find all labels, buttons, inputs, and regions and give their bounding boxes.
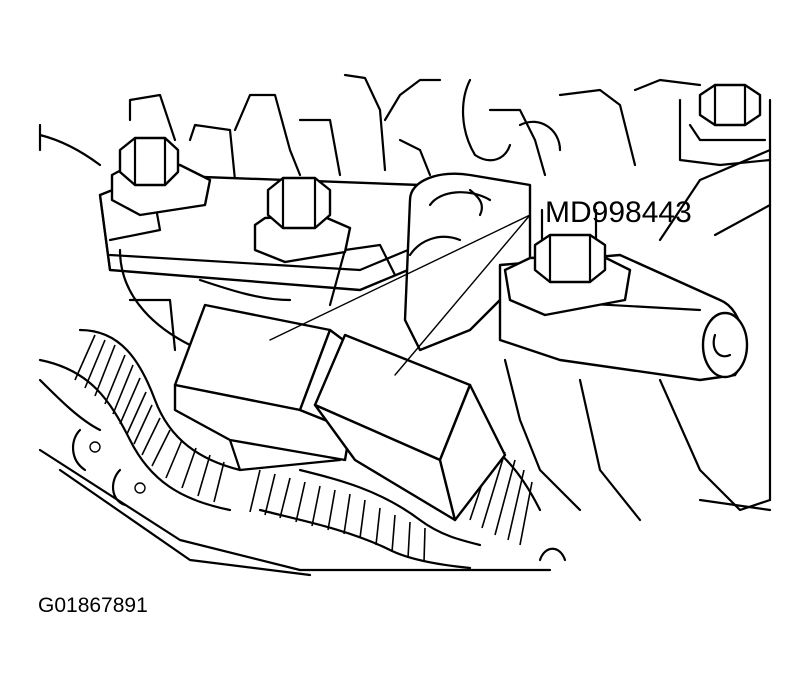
bracket-bolt-1 — [110, 136, 212, 217]
cam-journal-boss — [403, 172, 532, 352]
bracket-bolt-3 — [503, 208, 632, 317]
valve-spring-coils — [38, 328, 542, 570]
cylinder-head-lower — [38, 378, 772, 577]
special-tool-block-right — [313, 333, 507, 522]
callout-leader-lines — [269, 214, 531, 376]
bracket-bolt-2 — [253, 176, 352, 264]
top-right-bolt — [688, 83, 767, 142]
tool-callout-label: MD998443 — [545, 196, 692, 229]
figure-id-label: G01867891 — [38, 594, 148, 617]
engine-background-outline — [38, 73, 772, 302]
